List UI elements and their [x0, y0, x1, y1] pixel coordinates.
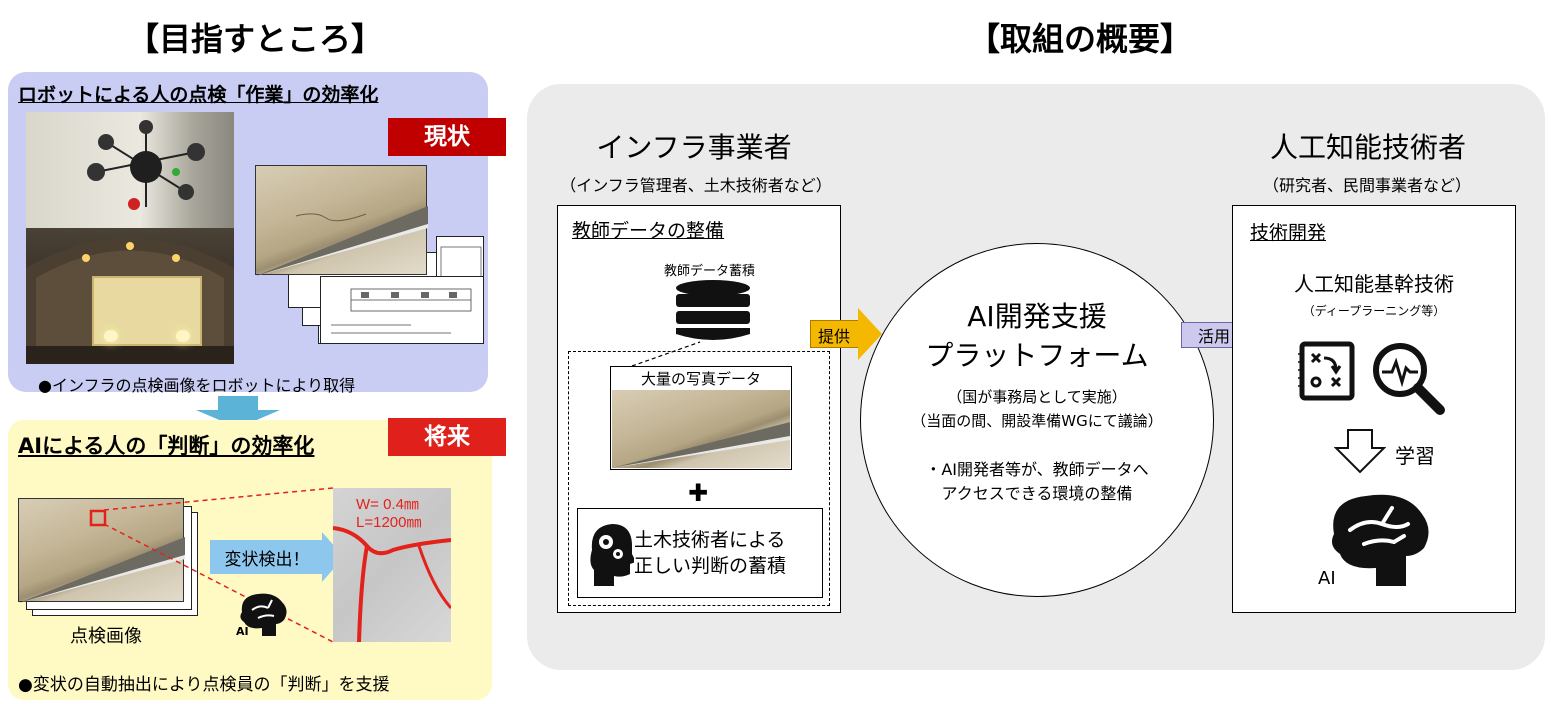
drawing-sheet — [320, 276, 484, 344]
provide-arrow-icon — [810, 320, 860, 348]
headlight-icon — [104, 330, 118, 342]
ai-engineer-title: 人工知能技術者 — [1269, 131, 1466, 164]
platform-note2: （当面の間、開設準備WGにて議論） — [911, 412, 1163, 430]
teacher-data-dashed-group — [568, 351, 830, 606]
platform-bullet2: アクセスできる環境の整備 — [941, 484, 1133, 503]
teacher-data-accum-label: 教師データ蓄積 — [664, 264, 756, 279]
inspection-photo — [255, 165, 428, 276]
down-arrow-outline-icon — [1333, 428, 1387, 474]
brain-icon — [1320, 490, 1436, 590]
ai-platform-circle — [860, 243, 1214, 597]
drone-icon — [87, 120, 205, 210]
platform-title-line1: AI開発支援 — [967, 300, 1107, 333]
deep-learning-label: （ディープラーニング等） — [1302, 304, 1446, 318]
ai-label: AI — [1318, 568, 1336, 589]
future-title: AIによる人の「判断」の効率化 — [18, 434, 315, 458]
infra-operator-subtitle: （インフラ管理者、土木技術者など） — [560, 176, 832, 195]
magnifier-pulse-icon — [1370, 340, 1446, 416]
engineer-judgment-line1: 土木技術者による — [634, 529, 786, 551]
down-arrow-icon — [218, 396, 258, 412]
current-caption: ●インフラの点検画像をロボットにより取得 — [38, 376, 356, 395]
future-caption: ●変状の自動抽出により点検員の「判断」を支援 — [18, 675, 390, 695]
platform-bullet1: ・AI開発者等が、教師データへ — [925, 460, 1149, 479]
current-state-title: ロボットによる人の点検「作業」の効率化 — [18, 84, 379, 106]
teacher-data-title: 教師データの整備 — [572, 220, 725, 242]
brain-icon — [232, 590, 292, 638]
ai-small-label: AI — [236, 625, 249, 638]
future-badge: 将来 — [388, 418, 506, 456]
drone-photo — [26, 112, 234, 234]
platform-note1: （国が事務局として実施） — [947, 388, 1127, 406]
use-label: 活用 — [1198, 327, 1231, 346]
left-heading: 【目指すところ】 — [126, 20, 383, 58]
ai-engineer-subtitle: （研究者、民間事業者など） — [1262, 176, 1471, 195]
inspection-image-label: 点検画像 — [70, 626, 142, 647]
tech-dev-title: 技術開発 — [1250, 222, 1327, 244]
engineer-judgment-line2: 正しい判断の蓄積 — [634, 555, 787, 577]
plus-icon: ✚ — [688, 479, 709, 507]
right-heading: 【取組の概要】 — [967, 20, 1192, 58]
inspection-image — [18, 498, 185, 603]
learn-label: 学習 — [1395, 444, 1435, 468]
crack-width-label: W= 0.4㎜ — [356, 496, 419, 513]
photo-data-image — [612, 390, 790, 468]
zoomed-crack-image — [332, 488, 453, 643]
photo-data-label: 大量の写真データ — [640, 370, 761, 388]
use-arrow-icon — [1181, 322, 1233, 348]
headlight-icon — [176, 330, 190, 342]
current-badge: 現状 — [388, 118, 506, 156]
infra-operator-title: インフラ事業者 — [596, 131, 792, 164]
crack-length-label: L=1200㎜ — [356, 514, 422, 531]
core-tech-label: 人工知能基幹技術 — [1294, 272, 1454, 296]
database-icon — [674, 280, 752, 342]
detect-label: 変状検出！ — [224, 550, 310, 570]
strategy-board-icon — [1296, 340, 1358, 402]
gear-head-icon — [586, 520, 636, 586]
platform-title-line2: プラットフォーム — [925, 339, 1149, 372]
provide-label: 提供 — [818, 327, 851, 346]
